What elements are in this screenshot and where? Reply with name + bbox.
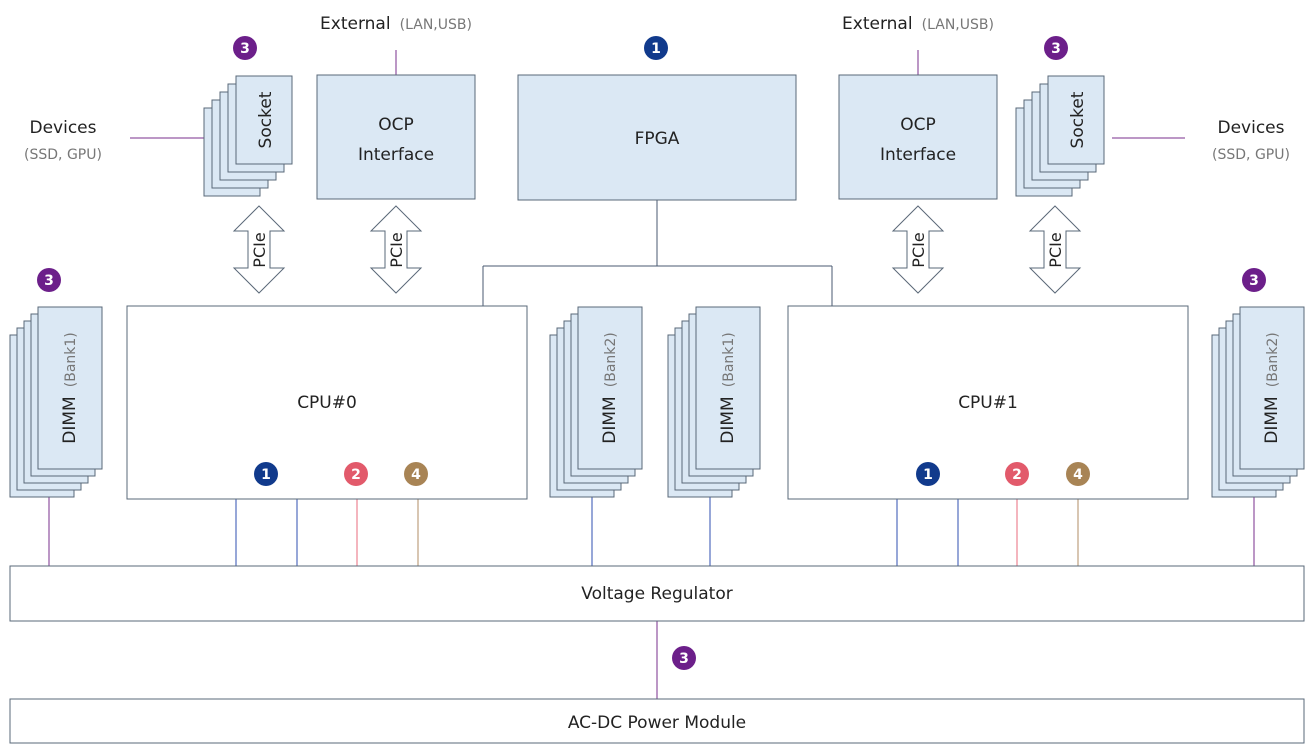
dimm-inner-bank1-label: DIMM (718, 396, 738, 443)
svg-text:3: 3 (240, 41, 250, 57)
svg-text:3: 3 (1051, 41, 1061, 57)
socket-left-label: Socket (256, 91, 276, 148)
ocp-interface-right: OCP Interface (838, 74, 998, 200)
dimm-stack-inner-bank1: DIMM (Bank1) (667, 306, 761, 498)
devices-right-label: Devices (1218, 118, 1285, 138)
dimm-inner-bank1-bank: (Bank1) (721, 332, 737, 387)
ocp-left-label-line2: Interface (358, 145, 434, 165)
svg-text:1: 1 (261, 467, 271, 483)
dimm-outer-right-label: DIMM (1262, 396, 1282, 443)
external-right-label: External (842, 14, 913, 34)
badge-3-dimm-right: 3 (1242, 268, 1266, 292)
badge-3-socket-left: 3 (233, 36, 257, 60)
svg-text:3: 3 (44, 273, 54, 289)
ocp-left-label-line1: OCP (378, 115, 414, 135)
pcie-arrow-socket-left: PCIe (232, 205, 286, 294)
badge-2-cpu0: 2 (344, 462, 368, 486)
svg-text:2: 2 (351, 467, 361, 483)
cpu0-block: CPU#0 (126, 305, 528, 500)
badge-2-cpu1: 2 (1005, 462, 1029, 486)
devices-right-sub: (SSD, GPU) (1212, 147, 1290, 163)
badge-1-cpu0: 1 (254, 462, 278, 486)
pcie-arrow-ocp-left: PCIe (369, 205, 423, 294)
devices-right: Devices (SSD, GPU) (1212, 118, 1290, 163)
external-left-sub: (LAN,USB) (400, 17, 472, 33)
fpga-label: FPGA (635, 129, 680, 149)
ocp-interface-left: OCP Interface (316, 74, 476, 200)
devices-left-label: Devices (30, 118, 97, 138)
dimm-inner-bank2-label: DIMM (600, 396, 620, 443)
cpu0-label: CPU#0 (297, 393, 357, 413)
badge-1-fpga: 1 (644, 36, 668, 60)
socket-stack-right: Socket (1015, 75, 1105, 197)
power-module-label: AC-DC Power Module (568, 713, 746, 733)
badge-3-socket-right: 3 (1044, 36, 1068, 60)
dimm-outer-left-label: DIMM (60, 396, 80, 443)
ocp-right-label-line2: Interface (880, 145, 956, 165)
svg-text:DIMM (Bank2): DIMM (Bank2) (600, 332, 620, 444)
cpu1-block: CPU#1 (787, 305, 1189, 500)
socket-right-label: Socket (1068, 91, 1088, 148)
svg-text:4: 4 (1073, 467, 1083, 483)
svg-text:3: 3 (679, 651, 689, 667)
svg-text:External (LAN,USB): External (LAN,USB) (842, 14, 994, 34)
external-left-label: External (320, 14, 391, 34)
cpu1-label: CPU#1 (958, 393, 1018, 413)
dimm-inner-bank2-bank: (Bank2) (603, 332, 619, 387)
pcie-label-4: PCIe (1046, 232, 1065, 267)
dimm-outer-right-bank: (Bank2) (1265, 332, 1281, 387)
svg-text:External (LAN,USB): External (LAN,USB) (320, 14, 472, 34)
svg-text:2: 2 (1012, 467, 1022, 483)
badge-4-cpu1: 4 (1066, 462, 1090, 486)
pcie-arrow-ocp-right: PCIe (891, 205, 945, 294)
external-right-sub: (LAN,USB) (922, 17, 994, 33)
pcie-label-3: PCIe (909, 232, 928, 267)
ocp-right-label-line1: OCP (900, 115, 936, 135)
badge-3-power: 3 (672, 646, 696, 670)
dimm-outer-left-bank: (Bank1) (63, 332, 79, 387)
dimm-stack-outer-right: DIMM (Bank2) (1211, 306, 1305, 498)
dimm-stack-inner-bank2: DIMM (Bank2) (549, 306, 643, 498)
external-right: External (LAN,USB) (842, 14, 994, 34)
svg-text:3: 3 (1249, 273, 1259, 289)
external-left: External (LAN,USB) (320, 14, 472, 34)
badge-4-cpu0: 4 (404, 462, 428, 486)
svg-text:1: 1 (651, 41, 661, 57)
svg-text:DIMM (Bank1): DIMM (Bank1) (718, 332, 738, 444)
voltage-regulator-label: Voltage Regulator (581, 584, 732, 604)
svg-text:1: 1 (923, 467, 933, 483)
dimm-stack-outer-left: DIMM (Bank1) (9, 306, 103, 498)
svg-text:4: 4 (411, 467, 421, 483)
fpga-block: FPGA (517, 74, 797, 201)
svg-text:DIMM (Bank1): DIMM (Bank1) (60, 332, 80, 444)
pcie-label-1: PCIe (250, 232, 269, 267)
badge-3-dimm-left: 3 (37, 268, 61, 292)
pcie-label-2: PCIe (387, 232, 406, 267)
connections (48, 50, 1255, 699)
badge-1-cpu1: 1 (916, 462, 940, 486)
voltage-regulator-block: Voltage Regulator (9, 565, 1305, 622)
socket-stack-left: Socket (203, 75, 293, 197)
power-module-block: AC-DC Power Module (9, 698, 1305, 744)
pcie-arrow-socket-right: PCIe (1028, 205, 1082, 294)
devices-left: Devices (SSD, GPU) (24, 118, 102, 163)
svg-text:DIMM (Bank2): DIMM (Bank2) (1262, 332, 1282, 444)
devices-left-sub: (SSD, GPU) (24, 147, 102, 163)
